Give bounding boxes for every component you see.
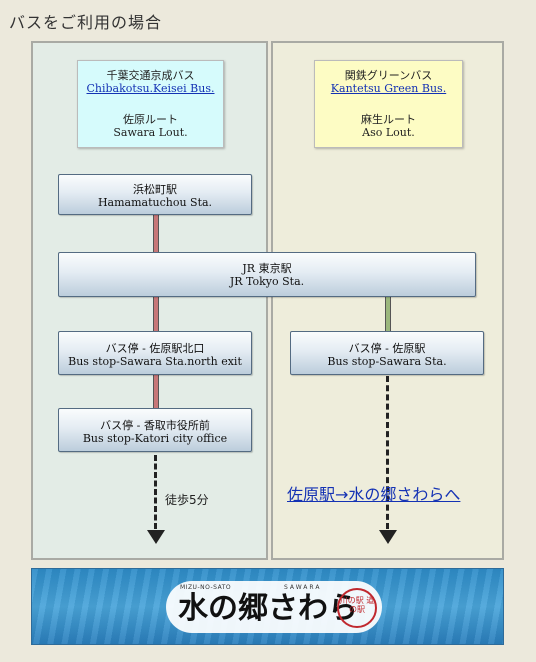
mizu-no-sato-logo[interactable]: 水の郷さわら <box>178 591 358 626</box>
kantetsu-name-jp: 関鉄グリーンバス <box>344 69 433 82</box>
station-sawara-en: Bus stop-Sawara Sta. <box>327 355 447 368</box>
keisei-name-link[interactable]: Chibakotsu.Keisei Bus. <box>86 82 215 95</box>
station-hamamatsucho-en: Hamamatuchou Sta. <box>97 196 213 209</box>
connector-tokyo-sawara-north <box>153 296 159 332</box>
kantetsu-route-en: Aso Lout. <box>362 126 415 139</box>
page-title: バスをご利用の場合 <box>9 13 163 32</box>
station-jr-tokyo: JR 東京駅 JR Tokyo Sta. <box>58 252 476 297</box>
station-sawara-north-en: Bus stop-Sawara Sta.north exit <box>68 355 242 368</box>
station-tokyo-en: JR Tokyo Sta. <box>229 275 305 288</box>
logo-sawara-text: SAWARA <box>284 584 322 591</box>
station-katori-en: Bus stop-Katori city office <box>82 432 228 445</box>
kantetsu-route-jp: 麻生ルート <box>361 113 416 126</box>
station-sawara-jp: バス停 - 佐原駅 <box>348 342 426 355</box>
walk-dashed-line <box>154 455 157 529</box>
logo-small-text: MIZU-NO-SATO <box>180 584 232 591</box>
station-katori-city-office: バス停 - 香取市役所前 Bus stop-Katori city office <box>58 408 252 452</box>
sawara-arrow-down-icon <box>379 530 397 544</box>
keisei-company-box: 千葉交通京成バス Chibakotsu.Keisei Bus. 佐原ルート Sa… <box>77 60 224 148</box>
station-sawara-north-exit: バス停 - 佐原駅北口 Bus stop-Sawara Sta.north ex… <box>58 331 252 375</box>
sawara-dashed-line <box>386 376 389 529</box>
sawara-route-link[interactable]: 佐原駅→水の郷さわらへ <box>287 485 461 504</box>
keisei-route-en: Sawara Lout. <box>113 126 188 139</box>
keisei-name-jp: 千葉交通京成バス <box>106 69 195 82</box>
connector-sawara-north-katori <box>153 374 159 409</box>
kantetsu-name-link[interactable]: Kantetsu Green Bus. <box>330 82 447 95</box>
keisei-route-jp: 佐原ルート <box>123 113 178 126</box>
connector-tokyo-sawara <box>385 296 391 332</box>
station-sawara-north-jp: バス停 - 佐原駅北口 <box>105 342 205 355</box>
connector-hamamatsucho-tokyo <box>153 214 159 253</box>
station-hamamatsucho-jp: 浜松町駅 <box>133 183 177 196</box>
station-sawara: バス停 - 佐原駅 Bus stop-Sawara Sta. <box>290 331 484 375</box>
station-hamamatsucho: 浜松町駅 Hamamatuchou Sta. <box>58 174 252 215</box>
kantetsu-company-box: 関鉄グリーンバス Kantetsu Green Bus. 麻生ルート Aso L… <box>314 60 463 148</box>
seal-logo: 川の駅 道の駅 <box>337 588 377 628</box>
station-katori-jp: バス停 - 香取市役所前 <box>100 419 210 432</box>
walk-time-label: 徒歩5分 <box>165 493 209 507</box>
station-tokyo-jp: JR 東京駅 <box>242 262 292 275</box>
walk-arrow-down-icon <box>147 530 165 544</box>
